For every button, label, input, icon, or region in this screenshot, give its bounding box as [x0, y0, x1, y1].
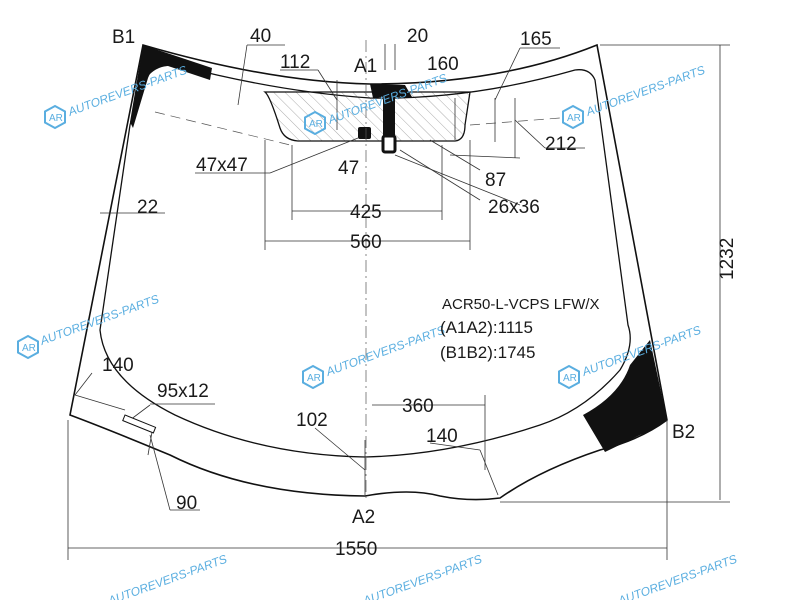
- dim-22: 22: [137, 197, 158, 218]
- dim-95x12: 95x12: [157, 381, 209, 402]
- dim-212: 212: [545, 134, 577, 155]
- svg-text:AUTOREVERS-PARTS: AUTOREVERS-PARTS: [360, 552, 484, 600]
- black-frit-mirror: [370, 84, 412, 145]
- point-a2: A2: [352, 507, 375, 528]
- dim-47x47: 47x47: [196, 155, 248, 176]
- dim-87: 87: [485, 170, 506, 191]
- dim-112: 112: [280, 52, 310, 73]
- sensor-47x47: [358, 127, 371, 139]
- glass-outer-edge: [69, 43, 668, 501]
- a1a2-length: (A1A2):1115: [440, 318, 533, 337]
- svg-text:AUTOREVERS-PARTS: AUTOREVERS-PARTS: [37, 292, 161, 348]
- dim-140-left: 140: [102, 355, 134, 376]
- sensor-26x36: [381, 134, 397, 154]
- watermark: AUTOREVERS-PARTS AUTOREVERS-PARTS AUTORE…: [17, 63, 739, 600]
- svg-text:AUTOREVERS-PARTS: AUTOREVERS-PARTS: [615, 552, 739, 600]
- glass-inner-edge: [99, 64, 631, 458]
- dim-47: 47: [338, 158, 359, 179]
- black-frit-bottom-right: [583, 340, 667, 452]
- svg-text:AUTOREVERS-PARTS: AUTOREVERS-PARTS: [105, 552, 229, 600]
- dim-560: 560: [350, 232, 382, 253]
- dim-26x36: 26x36: [488, 197, 540, 218]
- dim-165: 165: [520, 29, 552, 50]
- point-b2: B2: [672, 422, 695, 443]
- b1b2-length: (B1B2):1745: [440, 343, 535, 362]
- part-code: ACR50-L-VCPS LFW/X: [442, 296, 600, 313]
- svg-text:AUTOREVERS-PARTS: AUTOREVERS-PARTS: [323, 323, 447, 379]
- marking-95x12: [122, 414, 157, 434]
- black-frit-top-left: [130, 45, 212, 128]
- dim-360: 360: [402, 396, 434, 417]
- dim-40: 40: [250, 26, 271, 47]
- dim-90: 90: [176, 493, 197, 514]
- dim-140-bottom: 140: [426, 426, 458, 447]
- point-b1: B1: [112, 27, 135, 48]
- dim-20: 20: [407, 26, 428, 47]
- dim-1550: 1550: [335, 539, 377, 560]
- point-a1: A1: [354, 56, 377, 77]
- dim-102: 102: [296, 410, 328, 431]
- dim-1232: 1232: [717, 238, 738, 280]
- svg-text:AUTOREVERS-PARTS: AUTOREVERS-PARTS: [65, 63, 189, 119]
- dim-425: 425: [350, 202, 382, 223]
- dim-160: 160: [427, 54, 459, 75]
